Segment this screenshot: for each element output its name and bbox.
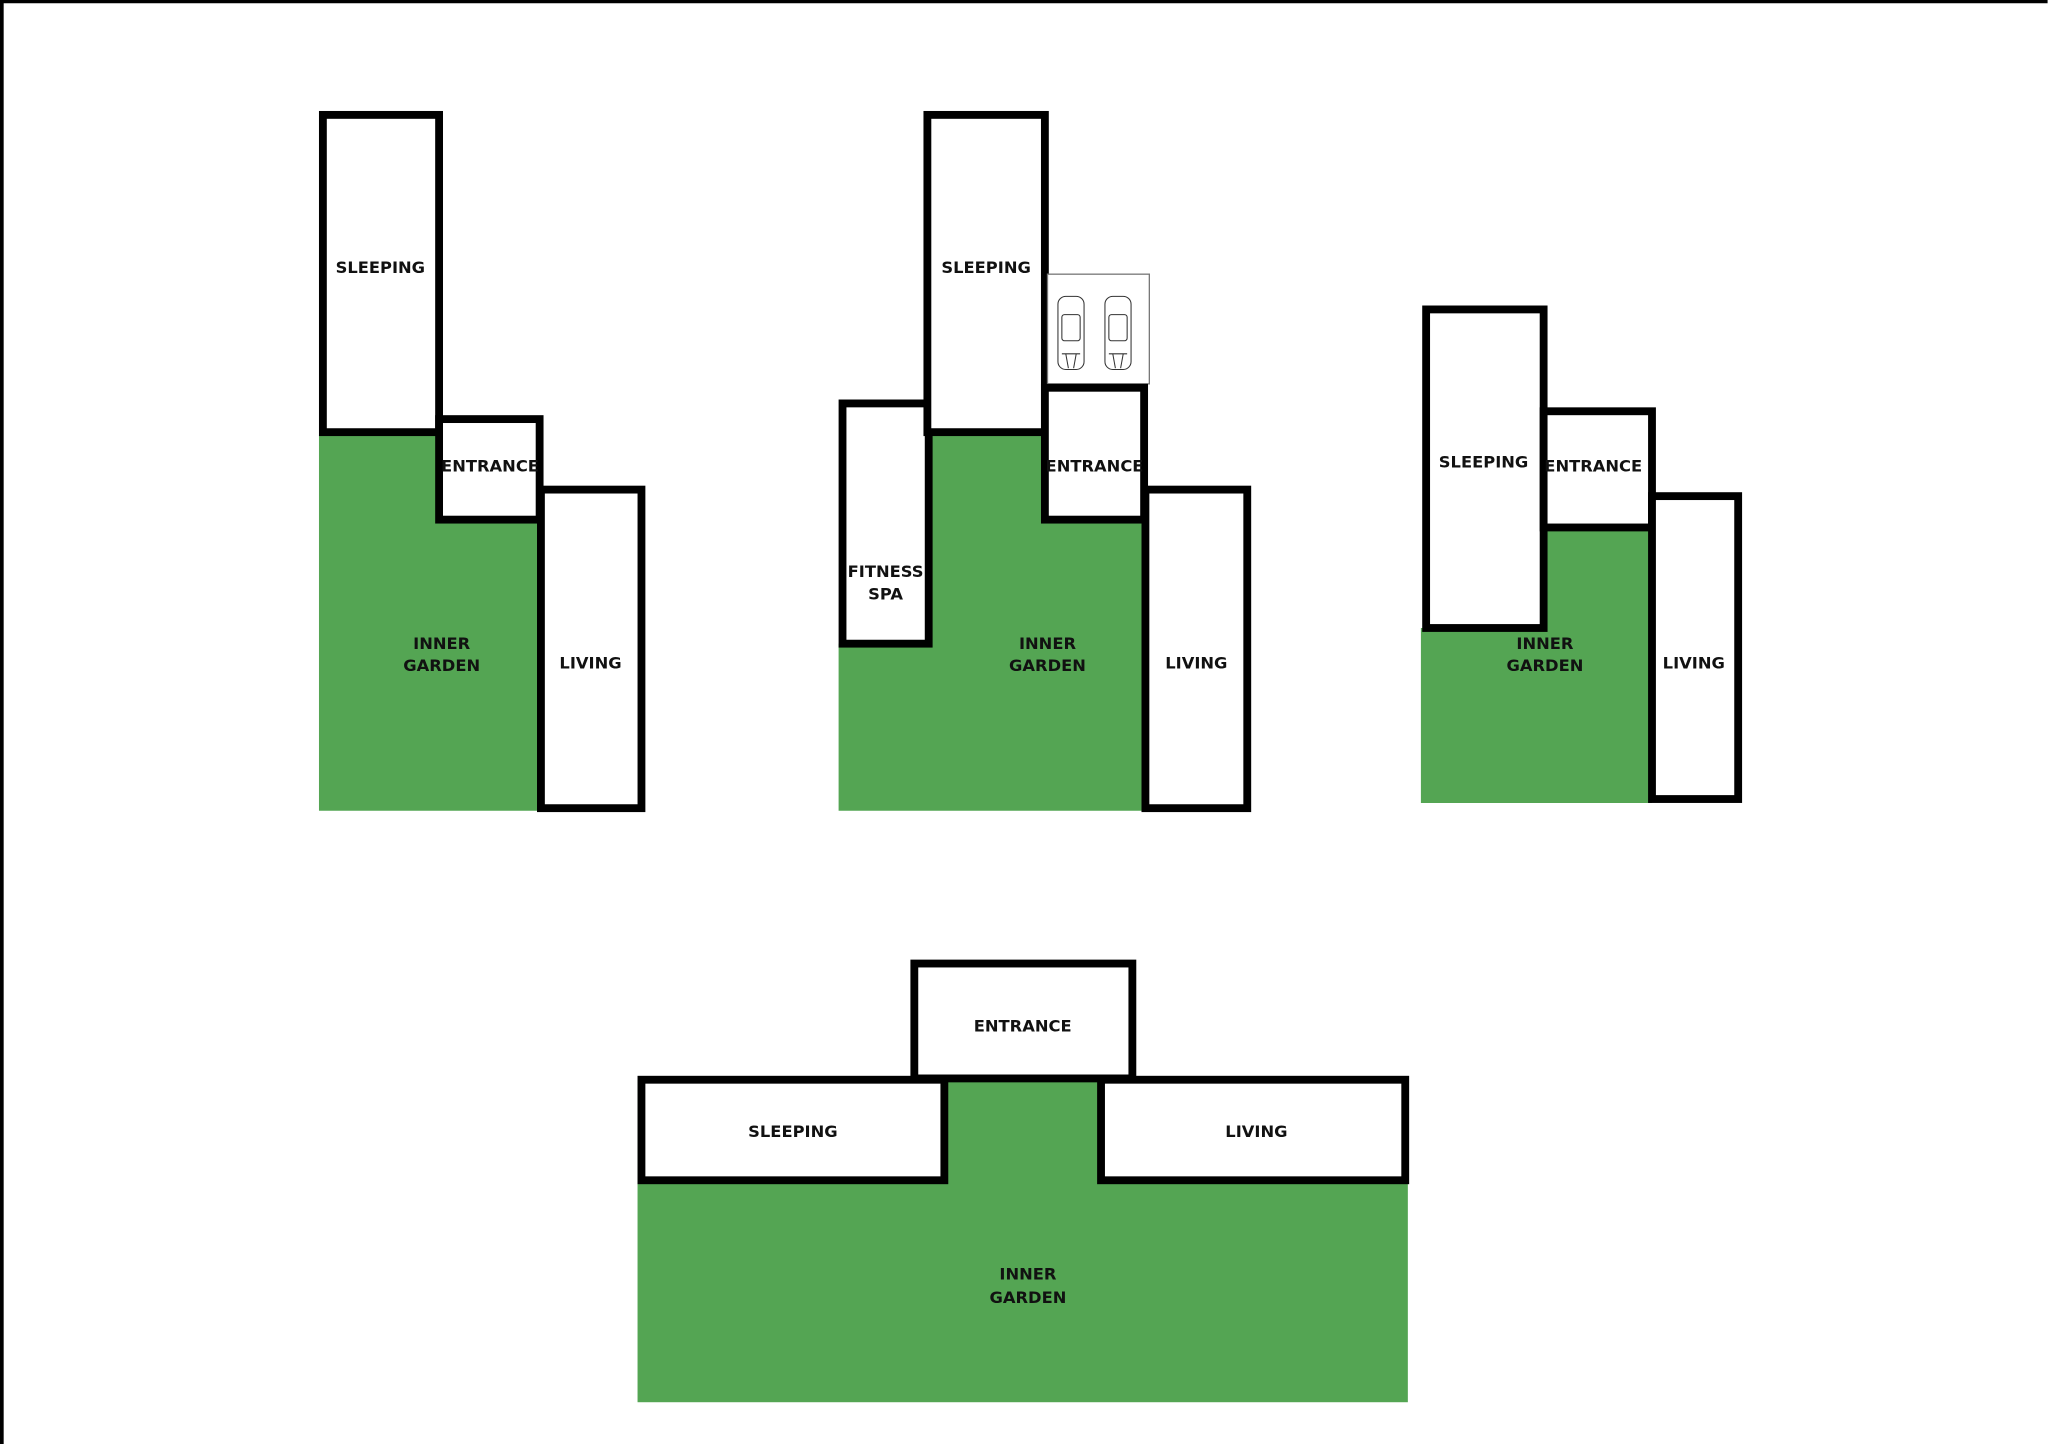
living-room [537,485,646,813]
parking-area [1046,273,1150,385]
fitness-label-line2: SPA [868,584,903,603]
entrance-room [1539,407,1656,532]
entrance-room [1040,383,1149,524]
living-label: LIVING [1165,653,1227,672]
living-label: LIVING [1225,1122,1287,1141]
plan-1: SLEEPING ENTRANCE LIVING INNER GARDEN [318,110,646,813]
living-label: LIVING [559,653,621,672]
car-parking-icon [1057,295,1132,371]
garden-label-line2: GARDEN [989,1288,1066,1307]
sleeping-label: SLEEPING [336,258,426,277]
living-room [1648,492,1743,803]
entrance-room [910,959,1137,1083]
sleeping-room [923,110,1049,437]
garden-label-line1: INNER [1516,634,1574,653]
living-room [1097,1075,1410,1185]
inner-garden-area [1420,527,1652,803]
garden-label-line1: INNER [1019,634,1077,653]
sleeping-label: SLEEPING [748,1122,838,1141]
inner-garden-area [838,434,1145,811]
garden-label-line1: INNER [413,634,471,653]
sleeping-label: SLEEPING [1439,452,1529,471]
entrance-label: ENTRANCE [441,456,539,475]
living-room [1141,485,1252,813]
plan-4: ENTRANCE SLEEPING LIVING INNER GARDEN [637,959,1410,1403]
garden-label-line2: GARDEN [1506,656,1583,675]
sleeping-room [318,110,444,437]
garden-label-line2: GARDEN [403,656,480,675]
entrance-label: ENTRANCE [1544,456,1642,475]
garden-label-line1: INNER [999,1264,1057,1283]
fitness-label-line1: FITNESS [848,562,924,581]
entrance-label: ENTRANCE [974,1016,1072,1035]
sleeping-room [1422,305,1548,632]
plan-2: SLEEPING ENTRANCE LIVING FITNESS SPA INN… [838,110,1252,813]
entrance-room [435,415,544,524]
sleeping-label: SLEEPING [941,258,1030,277]
plan-3: SLEEPING ENTRANCE LIVING INNER GARDEN [1420,305,1743,803]
entrance-label: ENTRANCE [1046,456,1144,475]
fitness-spa-room [838,399,933,648]
garden-label-line2: GARDEN [1009,656,1086,675]
sleeping-room [637,1075,949,1185]
living-label: LIVING [1663,653,1725,672]
inner-garden-area [318,434,540,811]
